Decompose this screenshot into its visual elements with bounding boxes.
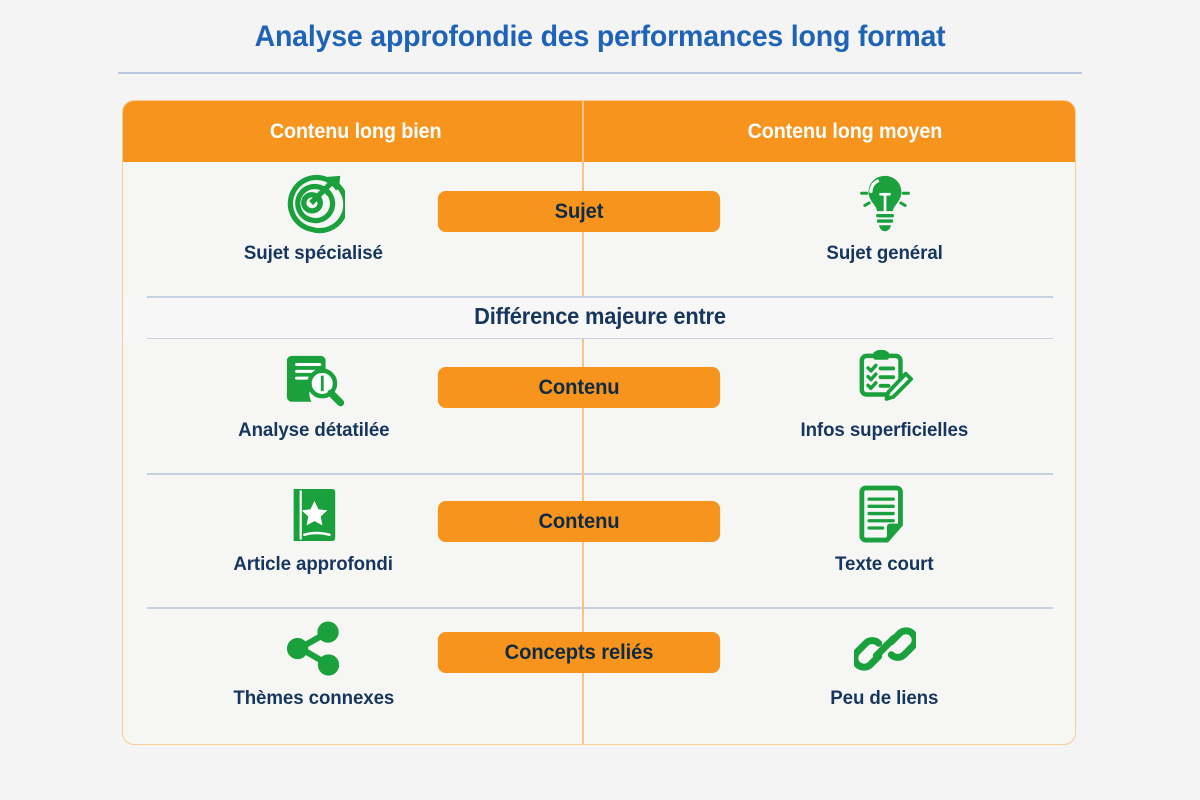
column-header-left: Contenu long bien bbox=[138, 101, 595, 162]
row-2-center-pill-label: Contenu bbox=[538, 375, 620, 399]
row-1-center-pill: Sujet bbox=[437, 191, 721, 232]
middle-difference-label: Différence majeure entre bbox=[474, 303, 726, 329]
row-1-center-pill-label: Sujet bbox=[554, 199, 604, 223]
page-title: Analyse approfondie des performances lon… bbox=[254, 20, 946, 53]
row-3-left-label: Article approfondi bbox=[233, 553, 394, 575]
row-4-left-cell: Thèmes connexes bbox=[123, 607, 600, 741]
row-1-left-cell: Sujet spécialisé bbox=[123, 162, 600, 296]
band-divider-top bbox=[147, 296, 1053, 298]
title-underline-divider bbox=[118, 72, 1082, 74]
lightbulb-icon bbox=[851, 170, 919, 238]
row-3-center-pill-label: Contenu bbox=[538, 509, 620, 533]
column-divider bbox=[582, 101, 584, 744]
row-1-right-cell: Sujet genéral bbox=[600, 162, 1075, 296]
row-4-left-label: Thèmes connexes bbox=[233, 687, 394, 709]
table-body: Sujet spécialisé Sujet bbox=[123, 162, 1075, 744]
row-2-center-pill: Contenu bbox=[437, 367, 721, 408]
row-divider bbox=[147, 607, 1053, 609]
table-row: Article approfondi Contenu bbox=[123, 473, 1075, 607]
column-header-left-label: Contenu long bien bbox=[269, 119, 442, 143]
row-4-right-label: Peu de liens bbox=[830, 687, 939, 709]
row-2-right-cell: Infos superficielles bbox=[600, 339, 1075, 473]
target-arrow-icon bbox=[280, 170, 348, 238]
column-header-right-label: Contenu long moyen bbox=[747, 119, 943, 143]
row-3-right-cell: Texte court bbox=[600, 473, 1075, 607]
row-2-left-cell: Analyse détatilée bbox=[123, 339, 600, 473]
table-header-row: Contenu long bien Contenu long moyen bbox=[123, 101, 1075, 162]
text-document-icon bbox=[851, 481, 919, 549]
row-4-center-pill-label: Concepts reliés bbox=[504, 640, 654, 664]
row-4-center-pill: Concepts reliés bbox=[437, 632, 721, 673]
book-star-icon bbox=[280, 481, 348, 549]
table-row: Thèmes connexes Concepts reliés bbox=[123, 607, 1075, 741]
share-nodes-icon bbox=[280, 615, 348, 683]
row-divider bbox=[147, 473, 1053, 475]
document-magnifier-icon bbox=[280, 347, 348, 415]
row-1-right-label: Sujet genéral bbox=[826, 242, 943, 264]
row-1-left-label: Sujet spécialisé bbox=[244, 242, 383, 264]
column-header-right: Contenu long moyen bbox=[623, 101, 1063, 162]
band-divider-bottom bbox=[147, 337, 1053, 339]
middle-difference-band: Différence majeure entre bbox=[123, 296, 1075, 339]
row-3-center-pill: Contenu bbox=[437, 501, 721, 542]
table-row: Analyse détatilée Contenu bbox=[123, 339, 1075, 473]
row-4-right-cell: Peu de liens bbox=[600, 607, 1075, 741]
table-row: Sujet spécialisé Sujet bbox=[123, 162, 1075, 296]
comparison-table-card: Contenu long bien Contenu long moyen bbox=[122, 100, 1076, 745]
chain-link-icon bbox=[851, 615, 919, 683]
row-3-right-label: Texte court bbox=[835, 553, 934, 575]
clipboard-checklist-pencil-icon bbox=[851, 347, 919, 415]
row-2-right-label: Infos superficielles bbox=[800, 419, 969, 441]
row-2-left-label: Analyse détatilée bbox=[237, 419, 390, 441]
row-3-left-cell: Article approfondi bbox=[123, 473, 600, 607]
